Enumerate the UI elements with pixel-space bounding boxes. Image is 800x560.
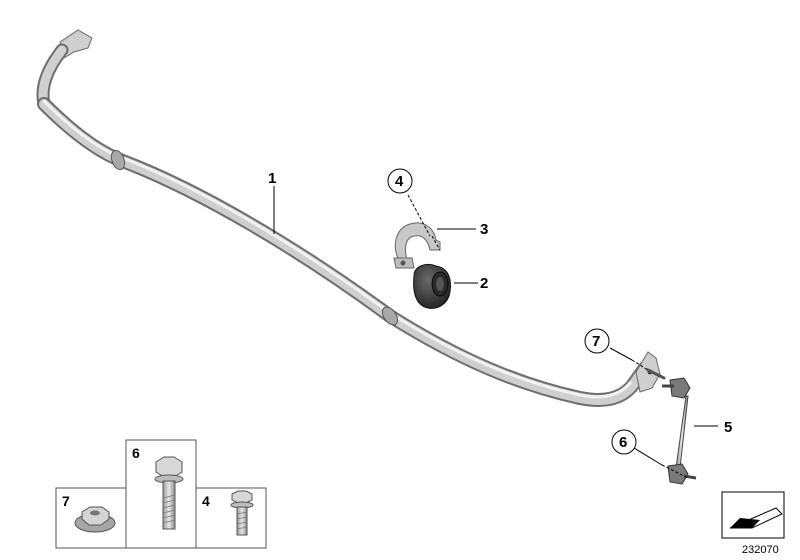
hex-bolt xyxy=(154,456,184,530)
inset-label-6: 6 xyxy=(132,445,140,461)
bracket-part xyxy=(393,222,441,269)
hex-bolt-small xyxy=(646,368,666,380)
callout-2: 2 xyxy=(480,275,488,292)
callouts: 1 4 3 2 7 5 6 xyxy=(268,168,732,455)
diagram-reference-icon xyxy=(721,491,785,539)
leader-lines xyxy=(273,186,718,479)
inset-box-7: 7 xyxy=(55,487,127,549)
collar-bolt xyxy=(230,490,254,536)
inset-box-4: 4 xyxy=(195,487,267,549)
callout-1: 1 xyxy=(268,170,276,187)
inset-box-6: 6 xyxy=(125,439,197,549)
callout-4: 4 xyxy=(395,173,404,190)
callout-7: 7 xyxy=(592,333,600,350)
inset-label-4: 4 xyxy=(202,493,210,509)
rubber-mounting-part xyxy=(413,263,451,309)
callout-5: 5 xyxy=(724,419,732,436)
callout-3: 3 xyxy=(480,221,488,238)
inset-label-7: 7 xyxy=(62,493,70,509)
stabilizer-bar xyxy=(36,29,661,407)
callout-6: 6 xyxy=(619,434,627,451)
callout-7-circle xyxy=(584,328,610,354)
diagram-code: 232070 xyxy=(742,544,779,556)
callout-4-circle xyxy=(387,168,413,194)
coupling-rod-part xyxy=(662,377,697,485)
callout-6-circle xyxy=(611,429,637,455)
